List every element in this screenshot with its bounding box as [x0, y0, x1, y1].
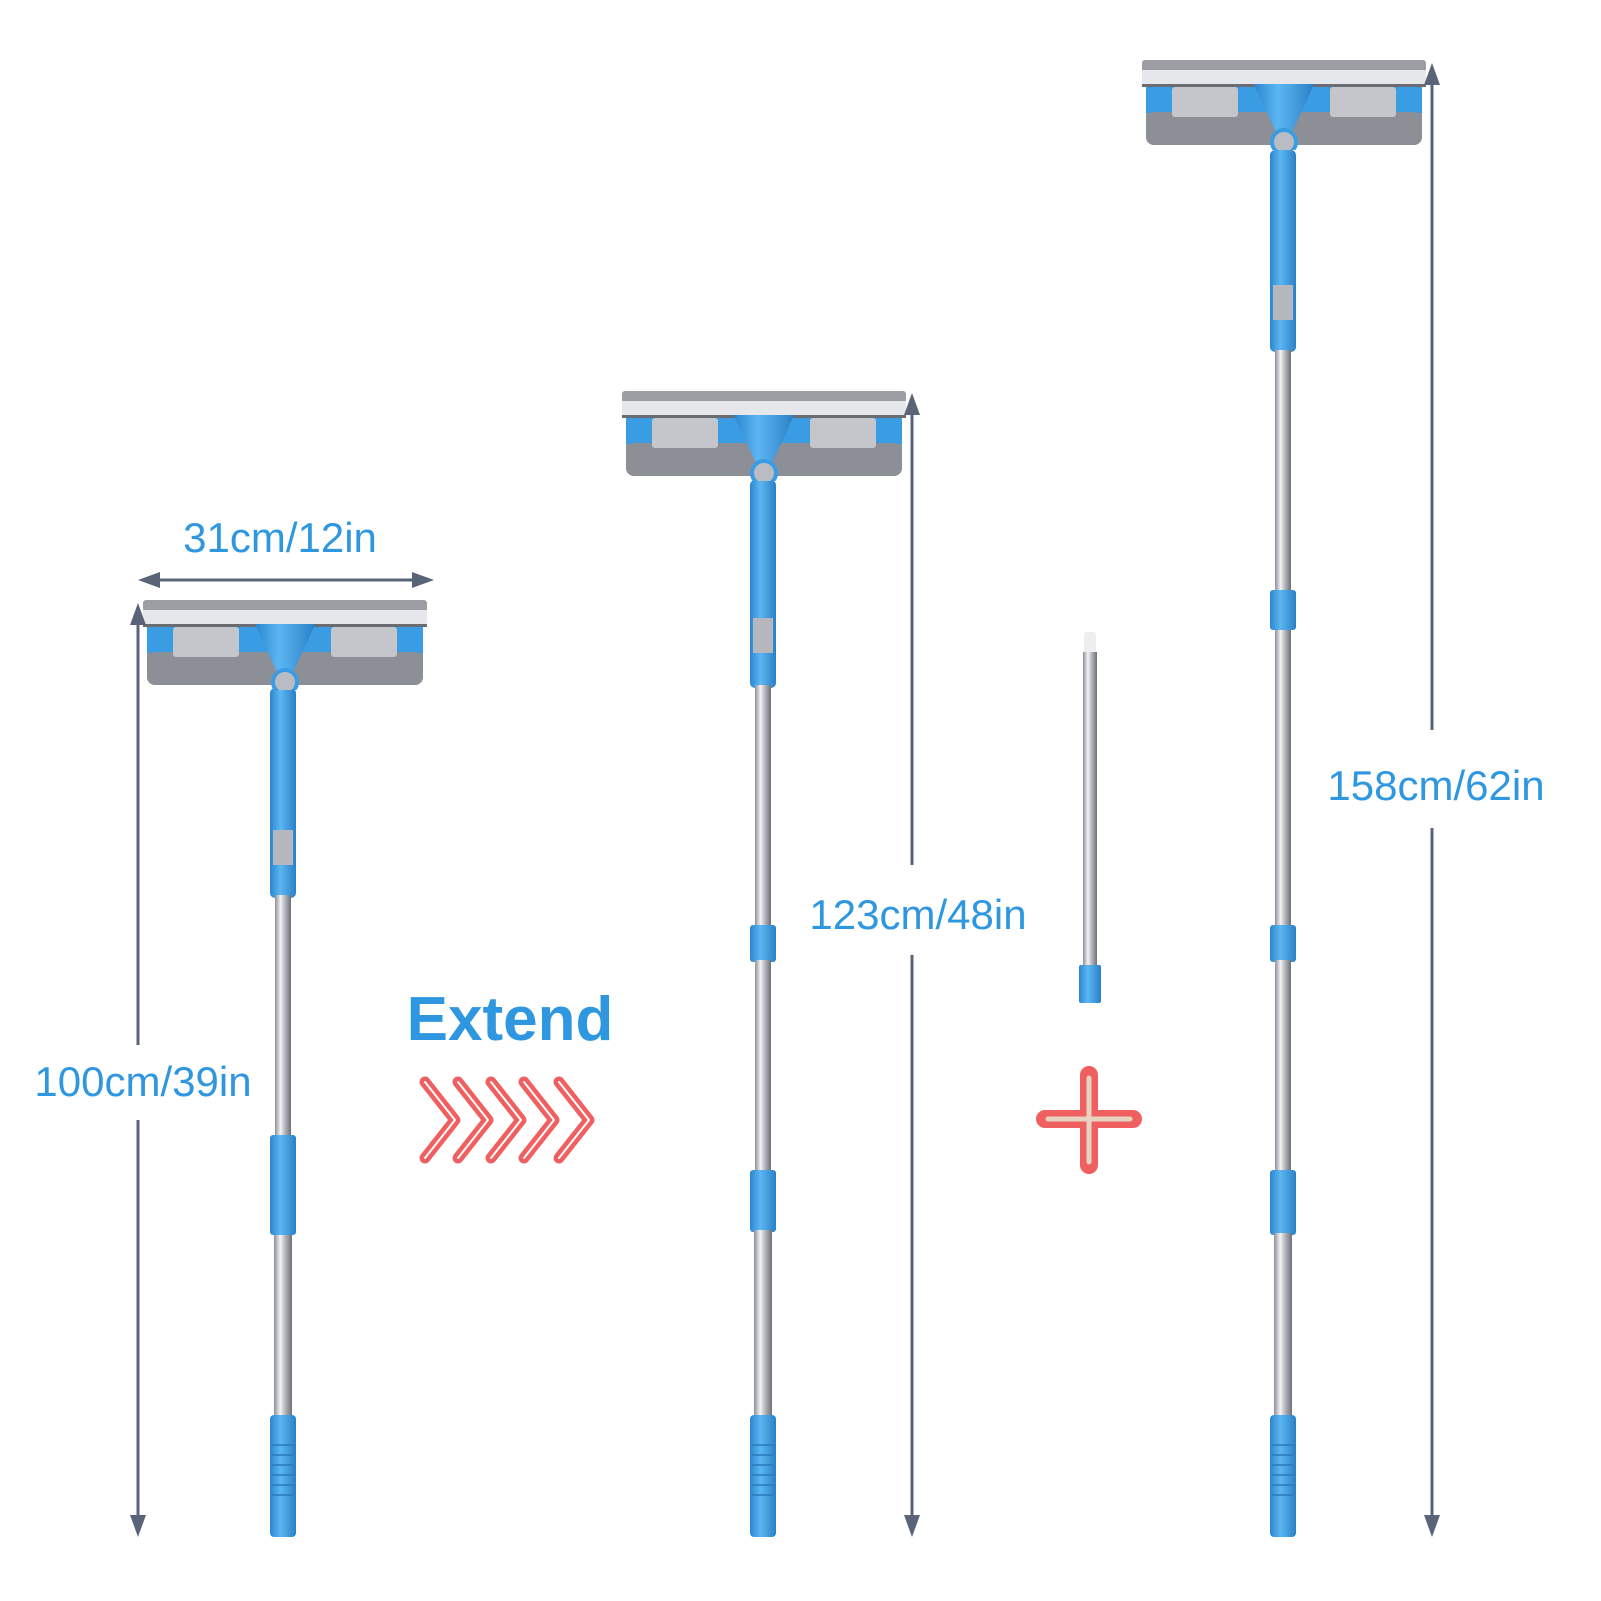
head-width-label: 31cm/12in: [183, 514, 377, 561]
long-length-label: 158cm/62in: [1327, 762, 1544, 809]
mop-mid: [622, 391, 906, 1537]
dimension-arrow-icon: [130, 63, 1440, 1537]
extend-label: Extend: [407, 985, 614, 1054]
extension-pole: [1079, 632, 1101, 1003]
short-length-label: 100cm/39in: [34, 1058, 251, 1105]
steel-pole: [275, 895, 291, 1140]
blue-handle-section: [270, 688, 296, 898]
chevrons-right-icon: [419, 1076, 595, 1164]
squeegee-head: [622, 391, 906, 485]
plus-icon: [1036, 1066, 1142, 1174]
mid-length-label: 123cm/48in: [809, 891, 1026, 938]
lock-sleeve: [270, 1135, 296, 1235]
grip: [270, 1415, 296, 1537]
mop-long: [1142, 60, 1426, 1537]
squeegee-head: [143, 600, 427, 694]
mop-short: [143, 600, 427, 1537]
squeegee-head: [1142, 60, 1426, 154]
